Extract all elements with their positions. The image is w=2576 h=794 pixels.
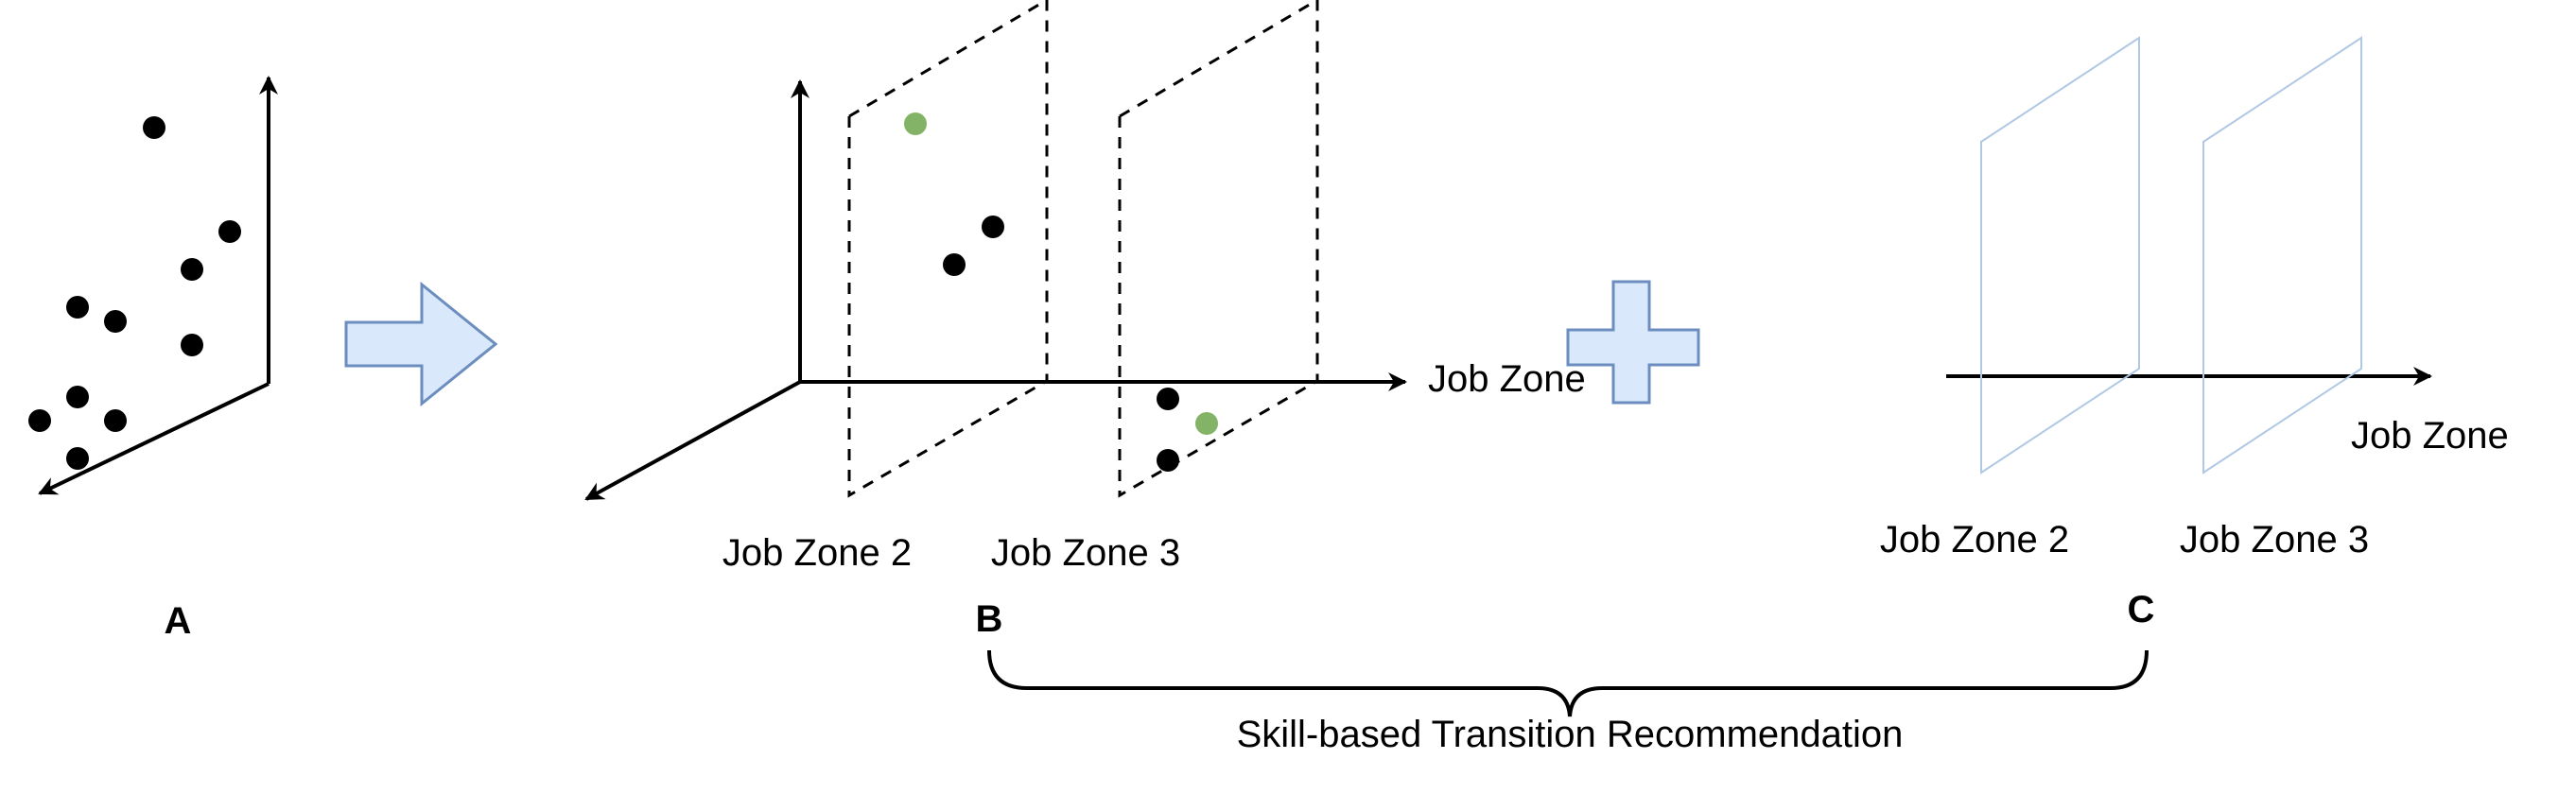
scatter-point bbox=[943, 253, 966, 276]
job-zone-2-plane bbox=[847, 0, 1049, 498]
job-zone-axis-label: Job Zone bbox=[1428, 358, 1586, 400]
job-zone-2-label: Job Zone 2 bbox=[722, 532, 912, 574]
axis-diagonal bbox=[38, 382, 270, 495]
scatter-point bbox=[181, 334, 203, 356]
scatter-point bbox=[104, 310, 127, 333]
panel-letter-a: A bbox=[165, 600, 192, 642]
scatter-point bbox=[218, 220, 241, 243]
job-zone-3-label: Job Zone 3 bbox=[2180, 519, 2369, 561]
axis-diagonal bbox=[584, 380, 801, 501]
job-zone-axis-label: Job Zone bbox=[2351, 415, 2509, 457]
scatter-point bbox=[1157, 388, 1179, 410]
scatter-point bbox=[66, 296, 89, 319]
job-zone-3-heatmap-frame bbox=[2202, 36, 2362, 475]
panel-letter-c: C bbox=[2128, 589, 2155, 630]
arrow-right-icon bbox=[344, 281, 498, 407]
panel-b-points bbox=[904, 112, 1218, 472]
job-zone-3-label: Job Zone 3 bbox=[991, 532, 1180, 574]
panel-letter-b: B bbox=[976, 598, 1003, 640]
scatter-point bbox=[66, 386, 89, 408]
scatter-point bbox=[28, 409, 51, 432]
scatter-point bbox=[66, 447, 89, 470]
panel-b: Job Zone Job Zone 2 Job Zone 3 B bbox=[584, 0, 1586, 640]
highlight-point bbox=[904, 112, 927, 135]
plus-icon bbox=[1566, 280, 1700, 405]
panel-c: Job Zone Job Zone 2 Job Zone 3 C bbox=[1880, 36, 2509, 630]
brace-caption: Skill-based Transition Recommendation bbox=[1237, 714, 1904, 755]
scatter-point bbox=[1157, 449, 1179, 472]
scatter-point bbox=[143, 116, 165, 139]
panel-a: A bbox=[28, 76, 278, 642]
job-zone-2-label: Job Zone 2 bbox=[1880, 519, 2069, 561]
scatter-point bbox=[181, 258, 203, 281]
panel-a-axes bbox=[38, 76, 278, 495]
scatter-point bbox=[982, 216, 1004, 238]
scatter-point bbox=[104, 409, 127, 432]
panel-a-points bbox=[28, 116, 241, 470]
job-zone-3-plane bbox=[1118, 0, 1319, 498]
curly-brace-icon bbox=[987, 649, 2149, 717]
highlight-point bbox=[1195, 412, 1218, 435]
job-zone-2-heatmap-frame bbox=[1980, 36, 2140, 475]
panel-b-axes bbox=[584, 79, 1407, 501]
